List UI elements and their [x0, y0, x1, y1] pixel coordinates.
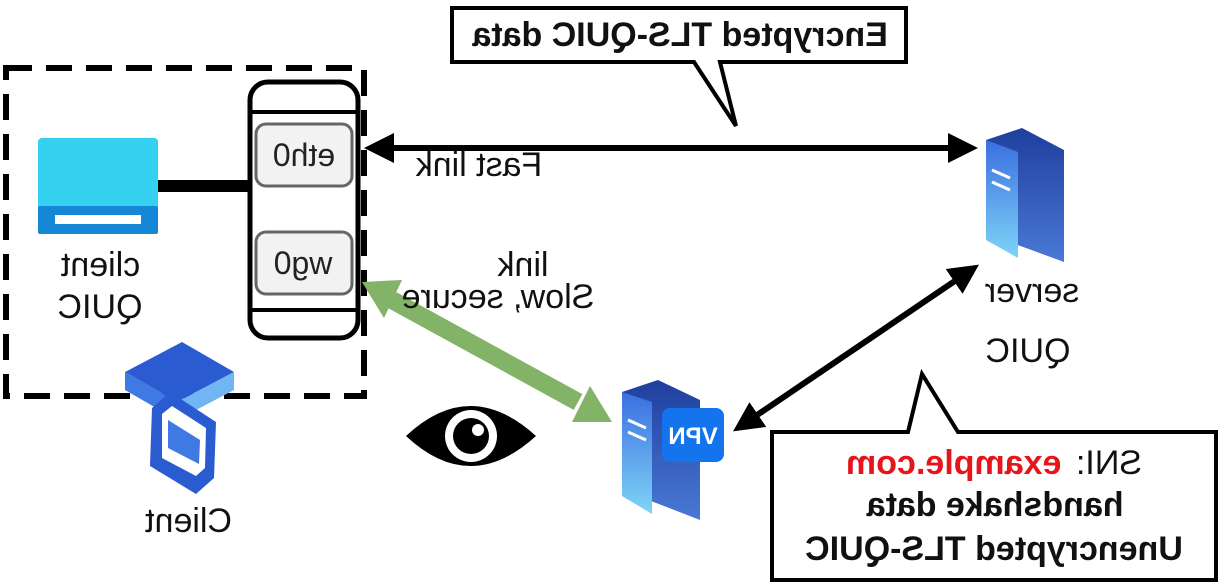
server-label-2: server	[985, 272, 1079, 310]
eye-icon	[406, 406, 536, 466]
vpn-server-link-arrow	[733, 264, 979, 432]
client-app-label-2: client	[60, 246, 140, 284]
slow-link-label-1: Slow, secure	[402, 278, 595, 316]
laptop-icon	[38, 138, 158, 234]
sni-line: SNI: example.com	[846, 444, 1142, 482]
iface-wg0-label: wg0	[274, 245, 334, 281]
encrypted-callout	[450, 6, 908, 128]
vpn-badge	[662, 408, 724, 462]
unencrypted-callout	[770, 368, 1218, 582]
unencrypted-callout-line2: handshake data	[866, 486, 1124, 524]
iface-eth0-box	[254, 122, 354, 188]
sni-value: example.com	[846, 444, 1061, 482]
client-app-label-1: QUIC	[58, 288, 143, 326]
unencrypted-callout-line1: Unencrypted TLS-QUIC	[805, 530, 1183, 568]
quic-server-icon	[986, 128, 1064, 262]
slow-link-arrow	[362, 280, 612, 422]
vpn-badge-label: VPN	[668, 423, 717, 450]
client-host-label: Client	[145, 502, 232, 540]
interface-stack	[247, 79, 361, 341]
server-label-1: QUIC	[986, 332, 1071, 370]
fast-link-label: Fast link	[415, 146, 543, 184]
iface-wg0-box	[254, 230, 354, 296]
sni-prefix: SNI:	[1076, 444, 1142, 482]
slow-link-label-2: link	[496, 246, 548, 284]
client-host-icon	[125, 342, 234, 494]
iface-eth0-label: eth0	[273, 137, 335, 173]
encrypted-callout-text: Encrypted TLS-QUIC data	[471, 16, 888, 54]
